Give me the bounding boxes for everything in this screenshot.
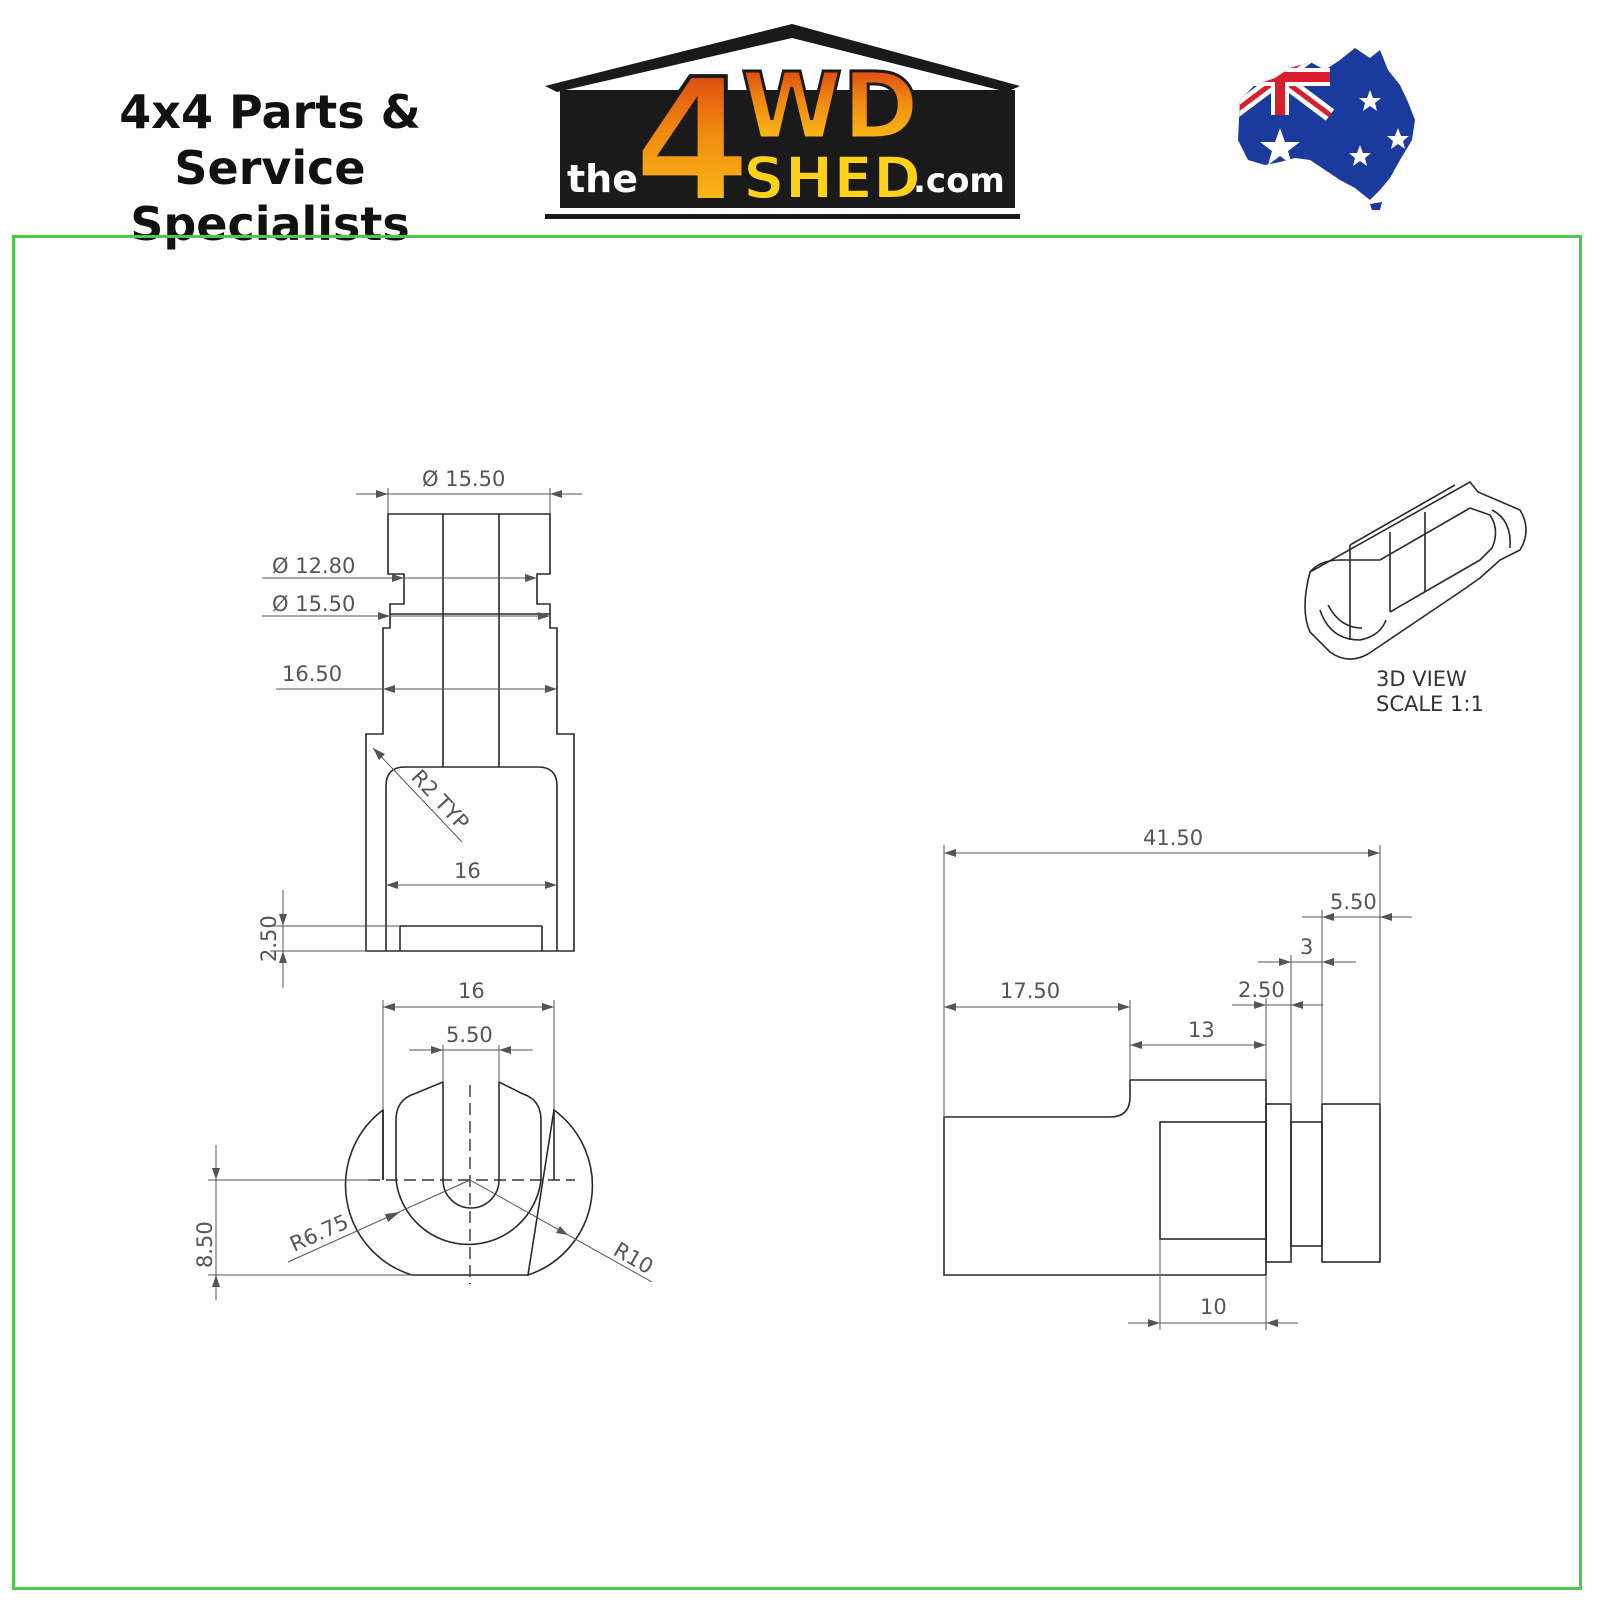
dim-end-slot: 5.50 (446, 1023, 493, 1047)
side-view-outline (943, 1079, 1267, 1276)
end-view-outer (344, 1108, 594, 1277)
dim-front-inner-width: 16 (454, 859, 481, 883)
side-view-tip (1321, 1103, 1381, 1263)
header-tagline: 4x4 Parts & Service Specialists (20, 84, 520, 252)
dim-side-base: 17.50 (1000, 979, 1060, 1003)
iso-view-label: 3D VIEW (1376, 667, 1467, 691)
logo-roof-icon (545, 24, 1020, 92)
logo-prefix: the (567, 157, 638, 201)
tagline-line-2: Specialists (130, 197, 410, 251)
end-view-slot-bottom (442, 1179, 500, 1209)
logo-house-body (560, 90, 1015, 208)
front-window (385, 766, 558, 951)
southern-cross-star-icon (1387, 128, 1409, 149)
dim-front-collar-dia: Ø 15.50 (272, 592, 355, 616)
dim-front-lip: 2.50 (257, 915, 281, 962)
front-view: Ø 15.50 Ø 12.80 Ø 15.50 16.50 R2 TYP 16 … (257, 467, 582, 988)
logo-big-four: 4 (633, 43, 751, 220)
dim-side-collar: 2.50 (1238, 978, 1285, 1002)
side-view: 41.50 5.50 3 2.50 17.50 13 (943, 826, 1412, 1330)
dim-end-height: 8.50 (193, 1221, 217, 1268)
southern-cross-star-icon (1349, 145, 1371, 166)
iso-view-scale: SCALE 1:1 (1376, 692, 1484, 716)
side-view-groove (1290, 1121, 1323, 1247)
logo-suffix: .com (913, 161, 1005, 201)
dim-end-inner-radius: R6.75 (286, 1210, 352, 1257)
dim-front-top-dia: Ø 15.50 (422, 467, 505, 491)
dim-side-tip: 5.50 (1330, 890, 1377, 914)
tagline-line-1: 4x4 Parts & Service (119, 85, 421, 195)
dim-end-width: 16 (458, 979, 485, 1003)
dim-side-groove: 3 (1300, 935, 1313, 959)
dim-side-bore: 10 (1200, 1295, 1227, 1319)
iso-view-body (1304, 480, 1527, 660)
southern-cross-star-icon (1359, 90, 1381, 111)
dim-front-groove-dia: Ø 12.80 (272, 554, 355, 578)
logo-shed: SHED (743, 144, 921, 212)
logo-wd: WD (741, 53, 919, 160)
dim-side-cutout: 13 (1188, 1018, 1215, 1042)
dim-side-overall: 41.50 (1143, 826, 1203, 850)
australia-map-flag-icon (1238, 48, 1415, 210)
end-view: 16 5.50 8.50 R6.75 R10 (193, 979, 657, 1300)
dim-front-radius-note: R2 TYP (406, 765, 473, 835)
commonwealth-star-icon (1260, 128, 1300, 165)
drawing-frame (12, 235, 1582, 1590)
dim-front-width: 16.50 (282, 662, 342, 686)
end-view-inner-arc (395, 1179, 542, 1246)
the4wdshed-logo[interactable]: the 4 WD SHED .com (545, 20, 1040, 220)
logo-base-line (545, 214, 1020, 219)
front-view-outline (365, 513, 575, 952)
iso-view: 3D VIEW SCALE 1:1 (1304, 480, 1527, 716)
side-view-collar (1265, 1103, 1292, 1263)
side-view-bore (1159, 1121, 1267, 1240)
dim-end-outer-radius: R10 (610, 1238, 658, 1279)
